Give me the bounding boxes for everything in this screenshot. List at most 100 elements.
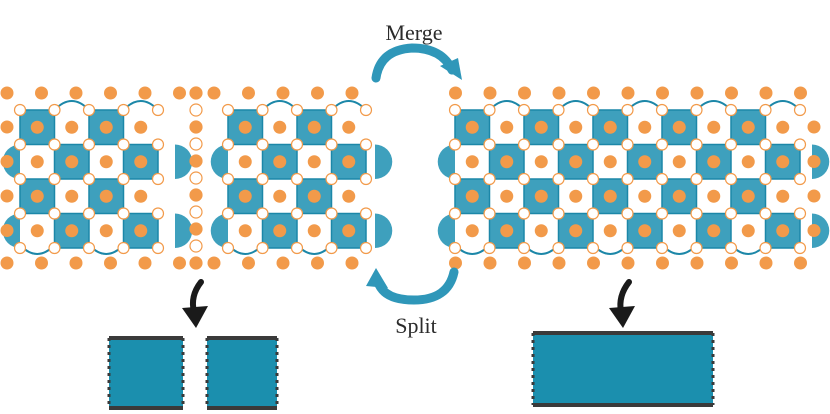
outer-qubit <box>138 86 152 100</box>
plaquette <box>122 212 159 249</box>
data-qubit <box>117 172 130 186</box>
data-qubit <box>82 207 96 220</box>
ancilla-qubit <box>638 120 652 134</box>
logical-block-left-2 <box>205 336 279 410</box>
qubit-dots <box>0 86 821 270</box>
data-qubit <box>690 207 703 220</box>
ancilla-qubit <box>672 189 686 203</box>
logical-block-left-1 <box>107 336 185 410</box>
data-qubit <box>13 241 27 255</box>
outer-qubit <box>0 155 14 168</box>
ancilla-qubit <box>500 224 514 238</box>
outer-qubit <box>794 86 807 100</box>
ancilla-qubit <box>134 189 148 203</box>
down-pointer-right-icon <box>609 279 635 328</box>
data-qubit <box>13 172 27 186</box>
data-qubit <box>759 241 772 255</box>
ancilla-qubit <box>638 224 652 238</box>
ancilla-qubit <box>465 189 479 203</box>
gap-qubit <box>189 188 203 202</box>
ancilla-qubit <box>500 155 514 169</box>
data-qubit <box>759 172 772 186</box>
data-qubit <box>621 172 634 186</box>
outer-qubit <box>483 256 497 270</box>
ancilla-qubit <box>534 224 548 238</box>
data-qubit <box>483 241 496 255</box>
outer-qubit <box>104 86 117 100</box>
outer-qubit <box>0 224 14 237</box>
outer-qubit <box>807 155 821 168</box>
half-plaquette <box>437 213 455 248</box>
outer-qubit <box>69 256 83 270</box>
data-qubit <box>151 172 165 186</box>
data-qubit <box>290 241 304 255</box>
outer-qubit <box>449 256 462 270</box>
ancilla-qubit <box>30 189 44 203</box>
half-plaquette <box>175 213 193 248</box>
outer-qubit <box>311 86 324 100</box>
left-patch-1 <box>2 100 193 255</box>
outer-qubit <box>207 86 221 100</box>
data-qubit <box>221 103 235 117</box>
outer-qubit <box>449 86 462 100</box>
gap-qubit <box>189 205 203 219</box>
data-qubit <box>256 207 269 220</box>
ancilla-qubit <box>741 189 755 203</box>
ancilla-qubit <box>134 120 148 134</box>
outer-qubit <box>483 86 497 100</box>
ancilla-qubit <box>342 224 356 238</box>
data-qubit <box>48 207 61 220</box>
ancilla-qubit <box>65 155 79 169</box>
outer-qubit <box>0 189 14 203</box>
data-qubit <box>483 207 496 220</box>
data-qubit <box>552 103 565 117</box>
half-plaquette <box>210 213 228 248</box>
ancilla-qubit <box>707 120 721 134</box>
data-qubit <box>690 241 703 255</box>
data-qubit <box>586 241 600 255</box>
outer-qubit <box>0 86 14 100</box>
data-qubit <box>759 103 772 117</box>
ancilla-qubit <box>603 120 617 134</box>
outer-qubit <box>587 86 600 100</box>
data-qubit <box>221 207 235 220</box>
gap-qubit <box>189 137 203 151</box>
ancilla-qubit <box>238 224 252 238</box>
outer-qubit <box>311 256 324 270</box>
data-qubit <box>586 103 600 117</box>
half-plaquette <box>375 213 393 248</box>
data-qubit <box>117 207 130 220</box>
data-qubit <box>517 207 531 220</box>
data-qubit <box>290 172 304 186</box>
data-qubit <box>117 241 130 255</box>
ancilla-qubit <box>273 120 287 134</box>
ancilla-qubit <box>307 224 321 238</box>
data-qubit <box>793 207 807 220</box>
ancilla-qubit <box>465 120 479 134</box>
left-patch-2 <box>210 100 393 255</box>
outer-qubit <box>759 256 773 270</box>
data-qubit <box>586 138 600 151</box>
ancilla-qubit <box>707 155 721 169</box>
ancilla-qubit <box>672 224 686 238</box>
plaquette <box>661 109 698 146</box>
data-qubit <box>517 241 531 255</box>
ancilla-qubit <box>99 120 113 134</box>
ancilla-qubit <box>776 155 790 169</box>
ancilla-qubit <box>638 189 652 203</box>
ancilla-qubit <box>273 224 287 238</box>
data-qubit <box>359 138 373 151</box>
data-qubit <box>256 103 269 117</box>
outer-qubit <box>345 86 359 100</box>
outer-qubit <box>173 86 186 100</box>
outer-qubit <box>518 256 531 270</box>
outer-qubit <box>807 120 821 134</box>
ancilla-qubit <box>776 189 790 203</box>
outer-qubit <box>104 256 117 270</box>
data-qubit <box>483 172 496 186</box>
half-plaquette <box>175 144 193 179</box>
outer-qubit <box>35 86 48 100</box>
ancilla-qubit <box>65 224 79 238</box>
ancilla-qubit <box>342 120 356 134</box>
